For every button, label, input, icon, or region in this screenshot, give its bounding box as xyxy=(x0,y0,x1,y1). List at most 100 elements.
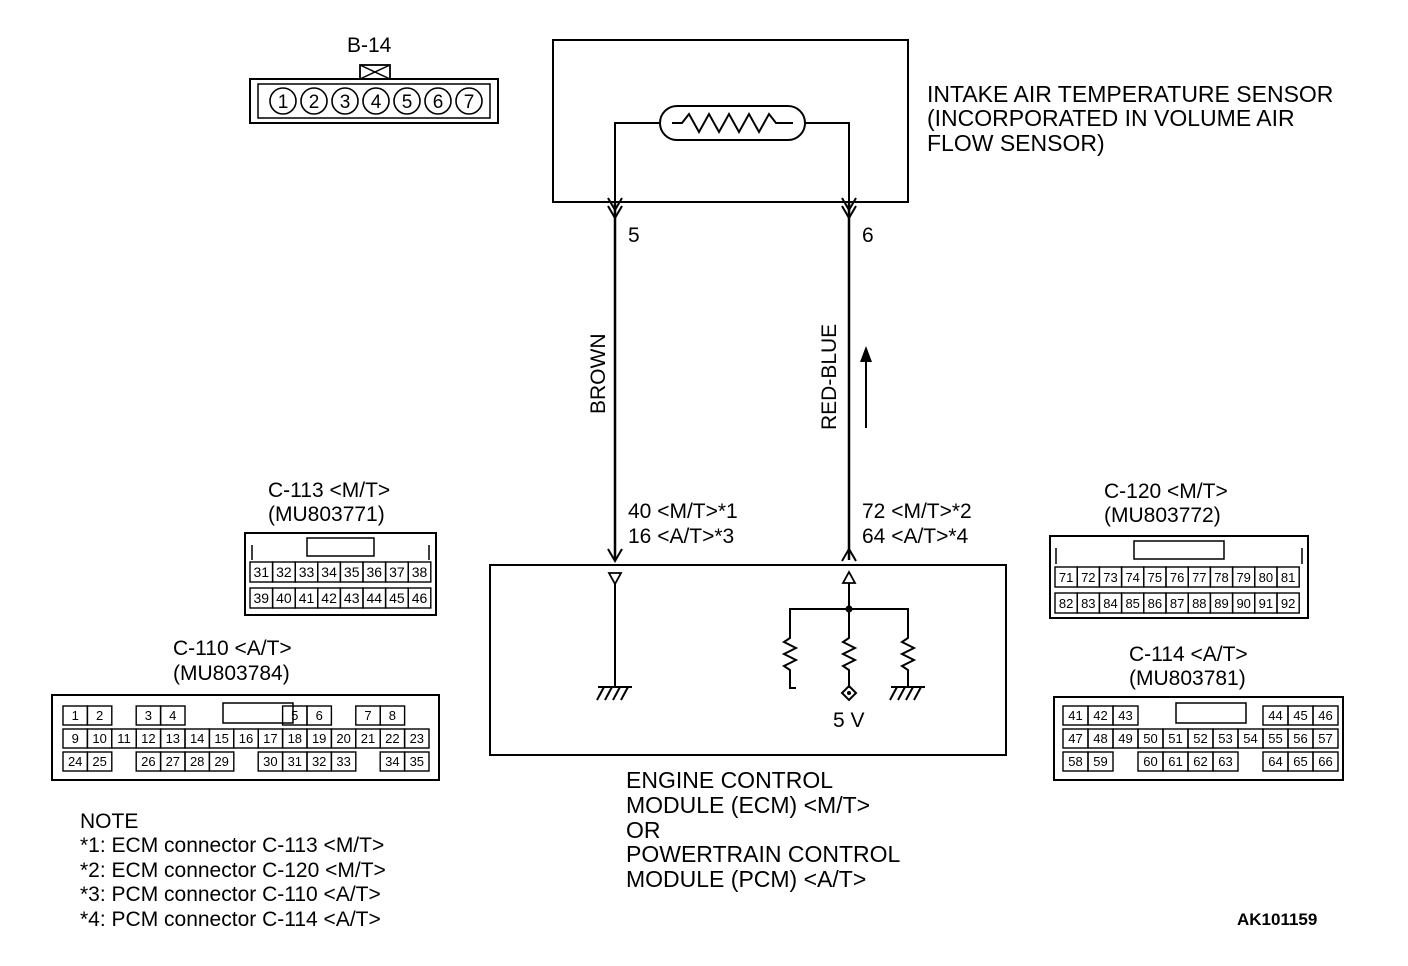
notes-block: NOTE *1: ECM connector C-113 <M/T> *2: E… xyxy=(80,810,386,931)
current-direction-arrow xyxy=(860,346,872,428)
connector-pin-label: 37 xyxy=(389,564,405,580)
connector-pin xyxy=(362,87,390,115)
connector-pin-label: 7 xyxy=(464,92,475,113)
ecm-pin-right-line-1: 72 <M/T>*2 xyxy=(862,500,972,523)
ecm-label-line-4: POWERTRAIN CONTROL xyxy=(626,841,901,867)
connector-c113-title: C-113 <M/T> xyxy=(268,479,390,502)
connector-pin-label: 54 xyxy=(1243,731,1257,746)
figure-id: AK101159 xyxy=(1237,910,1317,929)
connector-pin xyxy=(208,751,235,772)
connector-pin xyxy=(424,87,452,115)
connector-pin-label: 21 xyxy=(361,731,375,746)
connector-pin-label: 41 xyxy=(299,590,315,606)
connector-pin-label: 44 xyxy=(367,590,383,606)
connector-pin-label: 34 xyxy=(385,754,399,769)
connector-pin-label: 60 xyxy=(1143,754,1157,769)
resistor-center xyxy=(840,630,858,688)
connector-pin-label: 16 xyxy=(239,731,253,746)
connector-pin-label: 51 xyxy=(1168,731,1182,746)
connector-pin-label: 32 xyxy=(276,564,292,580)
connector-pin xyxy=(1212,751,1239,772)
pin-5-label: 5 xyxy=(628,224,640,247)
connector-pin-label: 10 xyxy=(92,731,106,746)
connector-pin-label: 13 xyxy=(166,731,180,746)
connector-pin-label: 43 xyxy=(344,590,360,606)
connector-pin-label: 84 xyxy=(1103,596,1117,611)
input-terminal-triangle xyxy=(607,572,623,586)
connector-pin-label: 3 xyxy=(340,92,351,113)
connector-pin xyxy=(1276,566,1300,588)
connector-pin-label: 66 xyxy=(1318,754,1332,769)
connector-pin-label: 81 xyxy=(1281,570,1295,585)
connector-pin-label: 14 xyxy=(190,731,204,746)
thermistor-zigzag xyxy=(672,111,793,135)
connector-pin-label: 29 xyxy=(214,754,228,769)
ecm-label-line-1: ENGINE CONTROL xyxy=(626,767,833,793)
resistor-right xyxy=(899,630,917,686)
connector-pin-label: 76 xyxy=(1170,570,1184,585)
ecm-label-line-2: MODULE (ECM) <M/T> xyxy=(626,792,870,818)
connector-pin-label: 20 xyxy=(336,731,350,746)
connector-pin-label: 77 xyxy=(1192,570,1206,585)
connector-pin xyxy=(393,87,421,115)
connector-pin-label: 30 xyxy=(263,754,277,769)
connector-pin-label: 52 xyxy=(1193,731,1207,746)
connector-pin-label: 71 xyxy=(1059,570,1073,585)
pin-6-label: 6 xyxy=(862,224,874,247)
connector-pin-label: 47 xyxy=(1068,731,1082,746)
connector-pin-label: 33 xyxy=(336,754,350,769)
connector-pin xyxy=(1312,751,1339,772)
connector-pin xyxy=(379,705,406,726)
note-line-3: *3: PCM connector C-110 <A/T> xyxy=(80,883,381,906)
wire-color-brown: BROWN xyxy=(587,334,610,415)
note-line-4: *4: PCM connector C-114 <A/T> xyxy=(80,908,381,931)
connector-pin xyxy=(269,87,297,115)
ecm-housing xyxy=(489,564,1007,756)
connector-pin-label: 2 xyxy=(309,92,320,113)
ecm-unit: 5 V xyxy=(489,564,1007,756)
connector-c110-title: C-110 <A/T> xyxy=(173,637,292,660)
sensor-unit: INTAKE AIR TEMPERATURE SENSOR (INCORPORA… xyxy=(552,39,1333,203)
ecm-pin-left-line-1: 40 <M/T>*1 xyxy=(628,500,738,523)
connector-pin-label: 80 xyxy=(1259,570,1273,585)
connector-c114-part: (MU803781) xyxy=(1129,667,1246,690)
connector-pin-label: 35 xyxy=(410,754,424,769)
connector-pin xyxy=(1087,751,1114,772)
connector-pin-label: 4 xyxy=(371,92,382,113)
voltage-label: 5 V xyxy=(833,709,865,732)
connector-pin-label: 61 xyxy=(1168,754,1182,769)
connector-pin-label: 59 xyxy=(1093,754,1107,769)
connector-pin-label: 33 xyxy=(299,564,315,580)
connector-pin-label: 8 xyxy=(389,708,396,723)
sensor-internal-left-lead xyxy=(614,122,660,202)
connector-pin xyxy=(455,87,483,115)
connector-pin-label: 75 xyxy=(1148,570,1162,585)
connector-pin-label: 36 xyxy=(367,564,383,580)
connector-pin-label: 32 xyxy=(312,754,326,769)
note-line-1: *1: ECM connector C-113 <M/T> xyxy=(80,834,384,857)
connector-pin-label: 86 xyxy=(1148,596,1162,611)
connector-pin-label: 25 xyxy=(92,754,106,769)
connector-b14-title: B-14 xyxy=(347,34,392,57)
resistor-left xyxy=(781,630,799,689)
connector-pin-label: 50 xyxy=(1143,731,1157,746)
connector-pin-label: 58 xyxy=(1068,754,1082,769)
connector-pin-label: 89 xyxy=(1214,596,1228,611)
connector-pin xyxy=(331,87,359,115)
connector-pin-label: 45 xyxy=(1293,708,1307,723)
connector-pin-label: 53 xyxy=(1218,731,1232,746)
connector-pin-label: 34 xyxy=(321,564,337,580)
connector-pin-label: 28 xyxy=(190,754,204,769)
connector-pin-label: 31 xyxy=(288,754,302,769)
connector-pin-label: 65 xyxy=(1293,754,1307,769)
connector-pin-label: 15 xyxy=(214,731,228,746)
connector-pin-label: 2 xyxy=(96,708,103,723)
connector-terminal-arrow xyxy=(607,197,623,212)
connector-pin-label: 17 xyxy=(263,731,277,746)
connector-pin xyxy=(1112,705,1139,726)
ecm-label-line-5: MODULE (PCM) <A/T> xyxy=(626,866,866,892)
connector-pin-label: 55 xyxy=(1268,731,1282,746)
connector-pin-label: 43 xyxy=(1118,708,1132,723)
sensor-internal-right-lead xyxy=(805,122,850,202)
connector-pin-label: 40 xyxy=(276,590,292,606)
